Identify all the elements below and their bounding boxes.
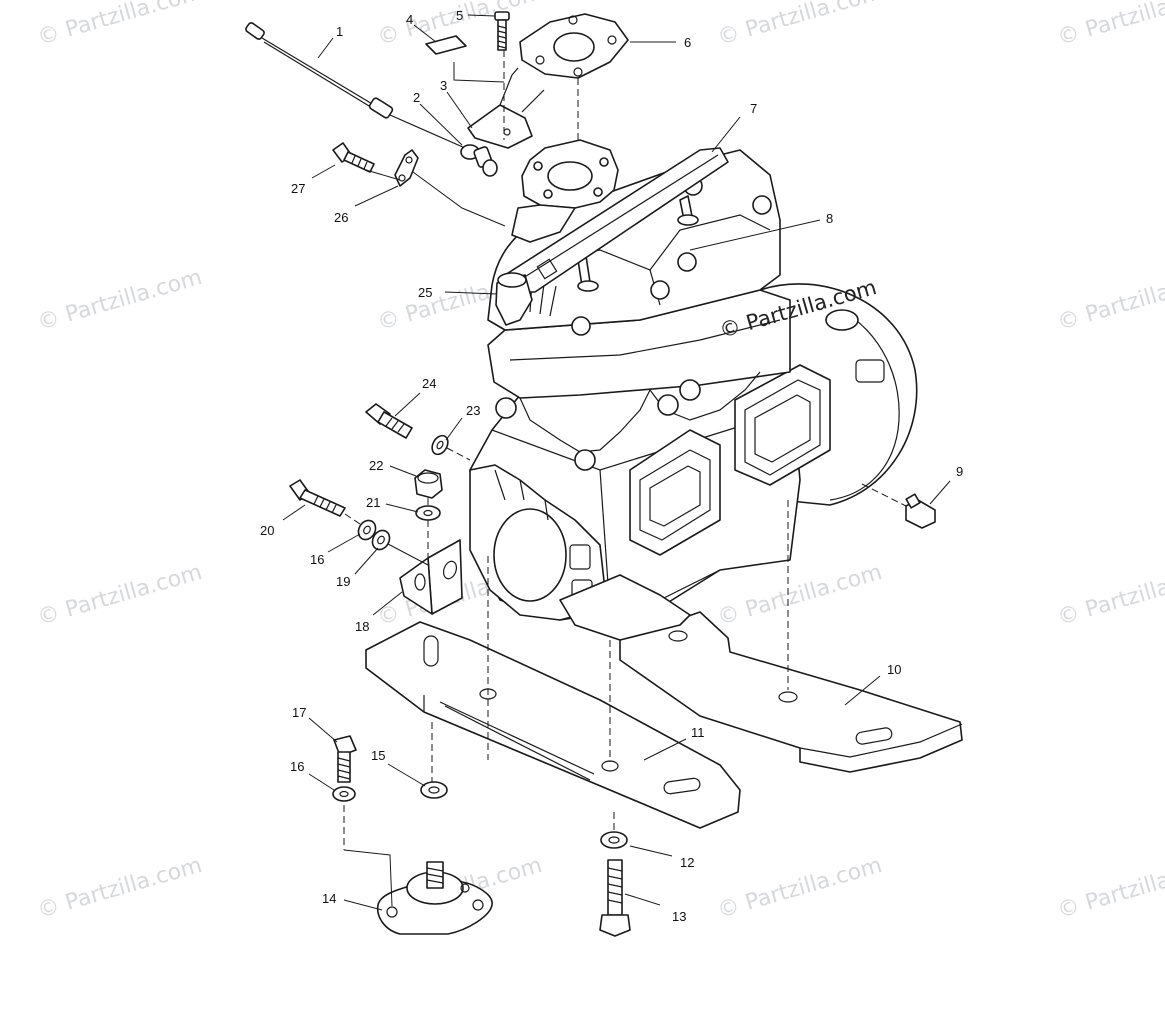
decal [425,35,467,55]
callout-5: 5 [456,8,463,23]
callout-22: 22 [369,458,383,473]
mount-bracket [399,539,463,615]
callout-16-alt: 16 [310,552,324,567]
callout-6: 6 [684,35,691,50]
callout-21: 21 [366,495,380,510]
drain-plug [905,493,936,529]
watermark: © Partzilla.com [715,0,885,51]
callout-12: 12 [680,855,694,870]
callout-11: 11 [691,725,705,740]
crankshaft-bore [493,508,567,602]
assembly-lines [343,50,907,907]
callout-3: 3 [440,78,447,93]
callout-25: 25 [418,285,432,300]
engine-assembly [469,139,918,621]
callout-labels: 1 2 3 4 5 6 7 8 9 10 11 12 13 14 15 16 1… [260,8,963,924]
callout-24: 24 [422,376,436,391]
nut-22 [414,469,443,499]
watermark: © Partzilla.com [35,265,205,336]
exhaust-gasket [519,13,629,79]
cable-bracket [467,67,545,149]
bolt-5 [494,11,510,51]
washer-23 [431,434,449,456]
washer-21 [415,505,441,521]
temp-sensor [495,274,533,326]
watermark: © Partzilla.com [1055,560,1165,631]
callout-7: 7 [750,101,757,116]
callout-23: 23 [466,403,480,418]
washer-16 [332,786,356,802]
watermark: © Partzilla.com [35,560,205,631]
callout-leaders [282,14,951,911]
mounting-plate-rear [619,611,963,773]
washer-12 [600,831,628,849]
rubber-mount [376,861,493,935]
washer-15 [420,781,448,799]
callout-20: 20 [260,523,274,538]
callout-8: 8 [826,211,833,226]
callout-10: 10 [887,662,901,677]
callout-4: 4 [406,12,413,27]
callout-9: 9 [956,464,963,479]
bolt-24 [365,403,413,439]
watermark: © Partzilla.com [715,560,885,631]
callout-18: 18 [355,619,369,634]
watermark: © Partzilla.com [35,853,205,924]
callout-1: 1 [336,24,343,39]
washer-19 [371,529,391,551]
callout-14: 14 [322,891,336,906]
cable-fitting [460,144,498,177]
reed-valve-front [629,429,721,556]
callout-27: 27 [291,181,305,196]
callout-17: 17 [292,705,306,720]
watermark: © Partzilla.com [715,853,885,924]
engine-mount-lug [559,574,691,641]
bolt-13 [599,859,631,937]
watermark: © Partzilla.com [1055,0,1165,51]
reed-valve-rear [734,364,831,486]
callout-16: 16 [290,759,304,774]
callout-15: 15 [371,748,385,763]
callout-26: 26 [334,210,348,225]
callout-2: 2 [413,90,420,105]
screw-27 [332,142,375,173]
bolt-17 [333,735,357,783]
choke-cable [245,22,466,149]
callout-13: 13 [672,909,686,924]
watermark: © Partzilla.com [1055,265,1165,336]
callout-19: 19 [336,574,350,589]
watermark: © Partzilla.com [35,0,205,51]
lever-26 [394,149,419,187]
bolt-20 [289,479,346,517]
watermark: © Partzilla.com [1055,853,1165,924]
